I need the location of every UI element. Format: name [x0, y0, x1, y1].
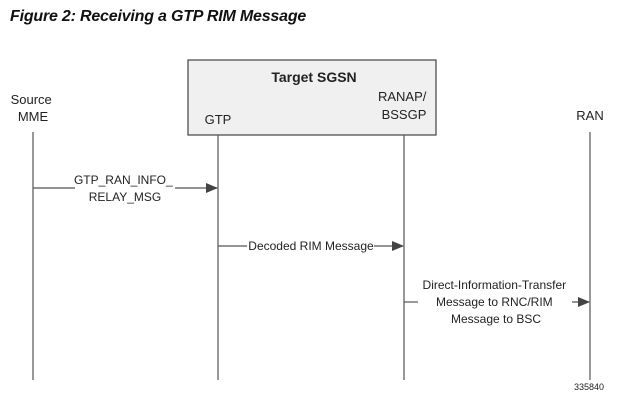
message-3-line-2: Message to RNC/RIM: [436, 295, 553, 309]
entity-source-mme-line-1: Source: [11, 92, 52, 107]
message-3-label: Direct-Information-Transfer Message to R…: [423, 278, 570, 326]
figure-id: 335840: [574, 382, 604, 392]
message-1-line-2: RELAY_MSG: [89, 190, 161, 204]
entity-ranap-bssgp-line-1: RANAP/: [378, 89, 427, 104]
entity-source-mme-label: Source MME: [11, 92, 56, 124]
entity-ran-line-1: RAN: [576, 108, 603, 123]
target-sgsn-title: Target SGSN: [271, 69, 356, 85]
entity-gtp-line-1: GTP: [205, 112, 232, 127]
message-3-line-1: Direct-Information-Transfer: [423, 278, 567, 292]
entity-ran-label: RAN: [576, 108, 603, 123]
message-3-line-3: Message to BSC: [451, 312, 541, 326]
message-2-line-1: Decoded RIM Message: [248, 239, 374, 253]
message-2-label: Decoded RIM Message: [248, 239, 374, 253]
message-1-line-1: GTP_RAN_INFO_: [74, 173, 173, 187]
entity-source-mme-line-2: MME: [18, 109, 49, 124]
figure-title: Figure 2: Receiving a GTP RIM Message: [10, 8, 307, 25]
entity-gtp-label: GTP: [205, 112, 232, 127]
target-sgsn-box: [187, 59, 437, 136]
message-1-label: GTP_RAN_INFO_ RELAY_MSG: [74, 173, 176, 204]
entity-ranap-bssgp-label: RANAP/ BSSGP: [378, 89, 430, 122]
entity-ranap-bssgp-line-2: BSSGP: [382, 107, 427, 122]
